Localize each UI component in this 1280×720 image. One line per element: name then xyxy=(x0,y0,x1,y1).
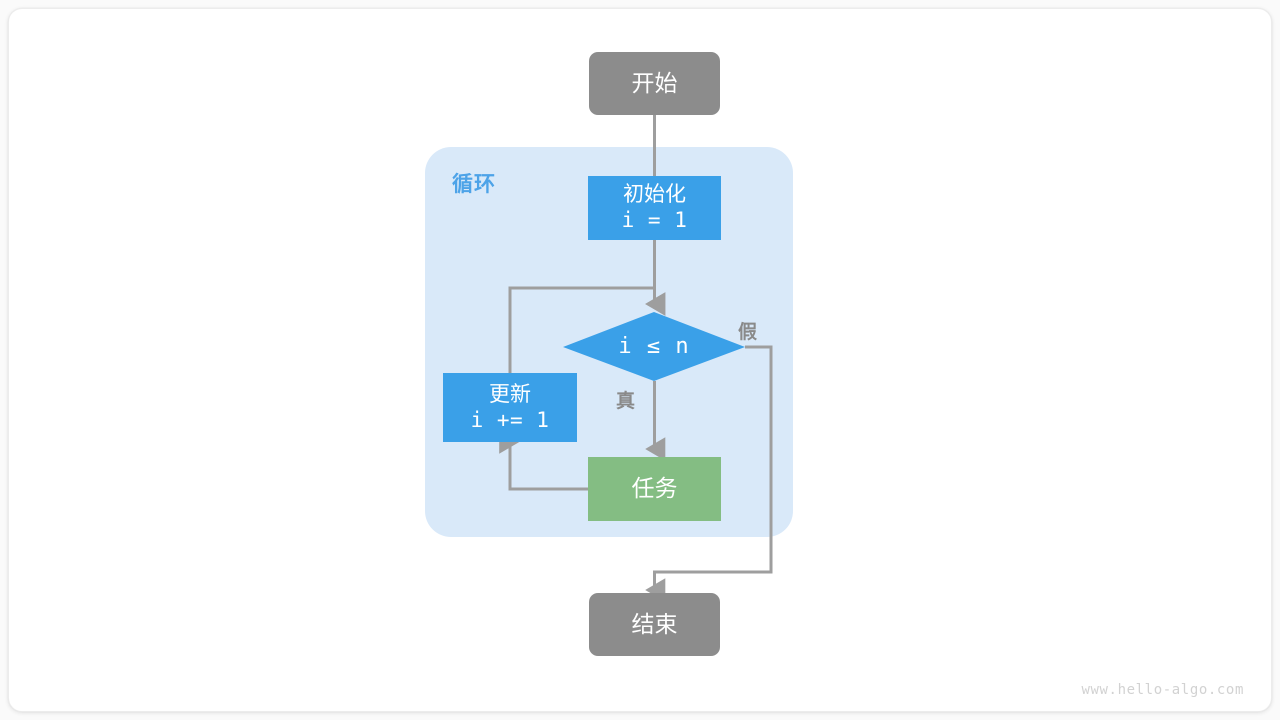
node-decision[interactable]: i ≤ n xyxy=(563,312,745,381)
edge-label-true: 真 xyxy=(616,391,636,412)
watermark: www.hello-algo.com xyxy=(1081,682,1244,698)
node-init[interactable]: 初始化 i = 1 xyxy=(588,176,721,240)
edge-update-to-decision xyxy=(508,286,666,373)
node-task[interactable]: 任务 xyxy=(588,457,721,521)
node-init-label-line1: 初始化 xyxy=(623,183,686,207)
decision-diamond-shape xyxy=(563,312,745,381)
node-end-label: 结束 xyxy=(631,610,678,637)
edge-label-false: 假 xyxy=(738,322,758,343)
node-start-label: 开始 xyxy=(631,69,678,96)
node-start[interactable]: 开始 xyxy=(589,52,720,115)
loop-container-label: 循环 xyxy=(452,173,496,196)
edge-task-to-update xyxy=(499,430,588,491)
node-end[interactable]: 结束 xyxy=(589,593,720,656)
node-update-label-line2: i += 1 xyxy=(470,407,550,432)
node-decision-label: i ≤ n xyxy=(618,334,690,359)
node-update[interactable]: 更新 i += 1 xyxy=(443,373,577,442)
node-update-label-line1: 更新 xyxy=(489,382,531,406)
edge-decision-false-to-end xyxy=(645,345,773,602)
node-task-label: 任务 xyxy=(631,475,678,502)
node-init-label-line2: i = 1 xyxy=(621,208,688,232)
